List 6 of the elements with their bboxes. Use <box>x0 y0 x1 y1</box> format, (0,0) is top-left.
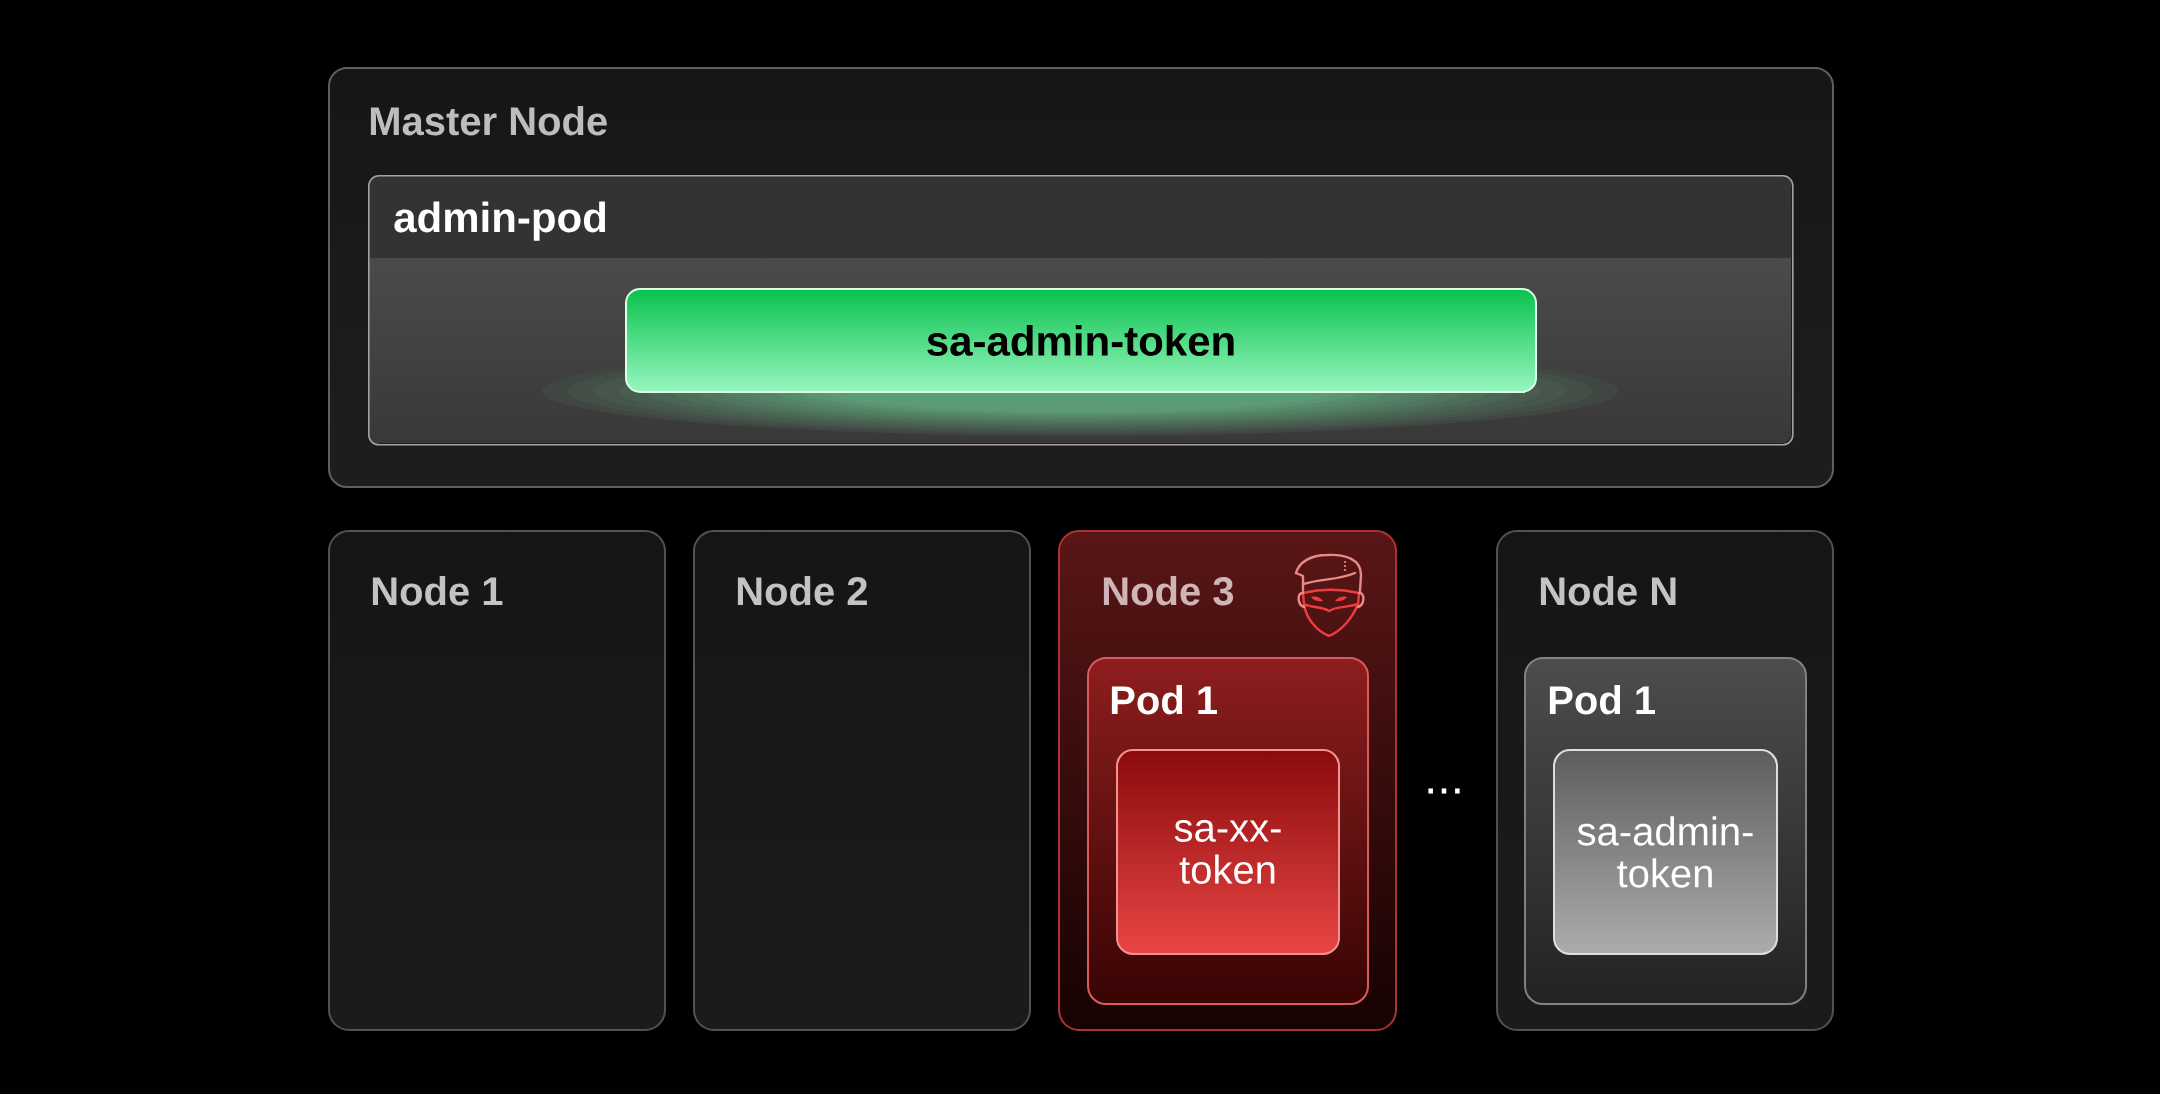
token-box: sa-xx-token <box>1116 749 1340 955</box>
token-box: sa-admin-token <box>625 288 1537 393</box>
ellipsis: ... <box>1428 788 1460 794</box>
node-panel: Node 2 <box>693 530 1031 1031</box>
token-box: sa-admin-token <box>1553 749 1778 955</box>
node-panel: Node 1 <box>328 530 666 1031</box>
